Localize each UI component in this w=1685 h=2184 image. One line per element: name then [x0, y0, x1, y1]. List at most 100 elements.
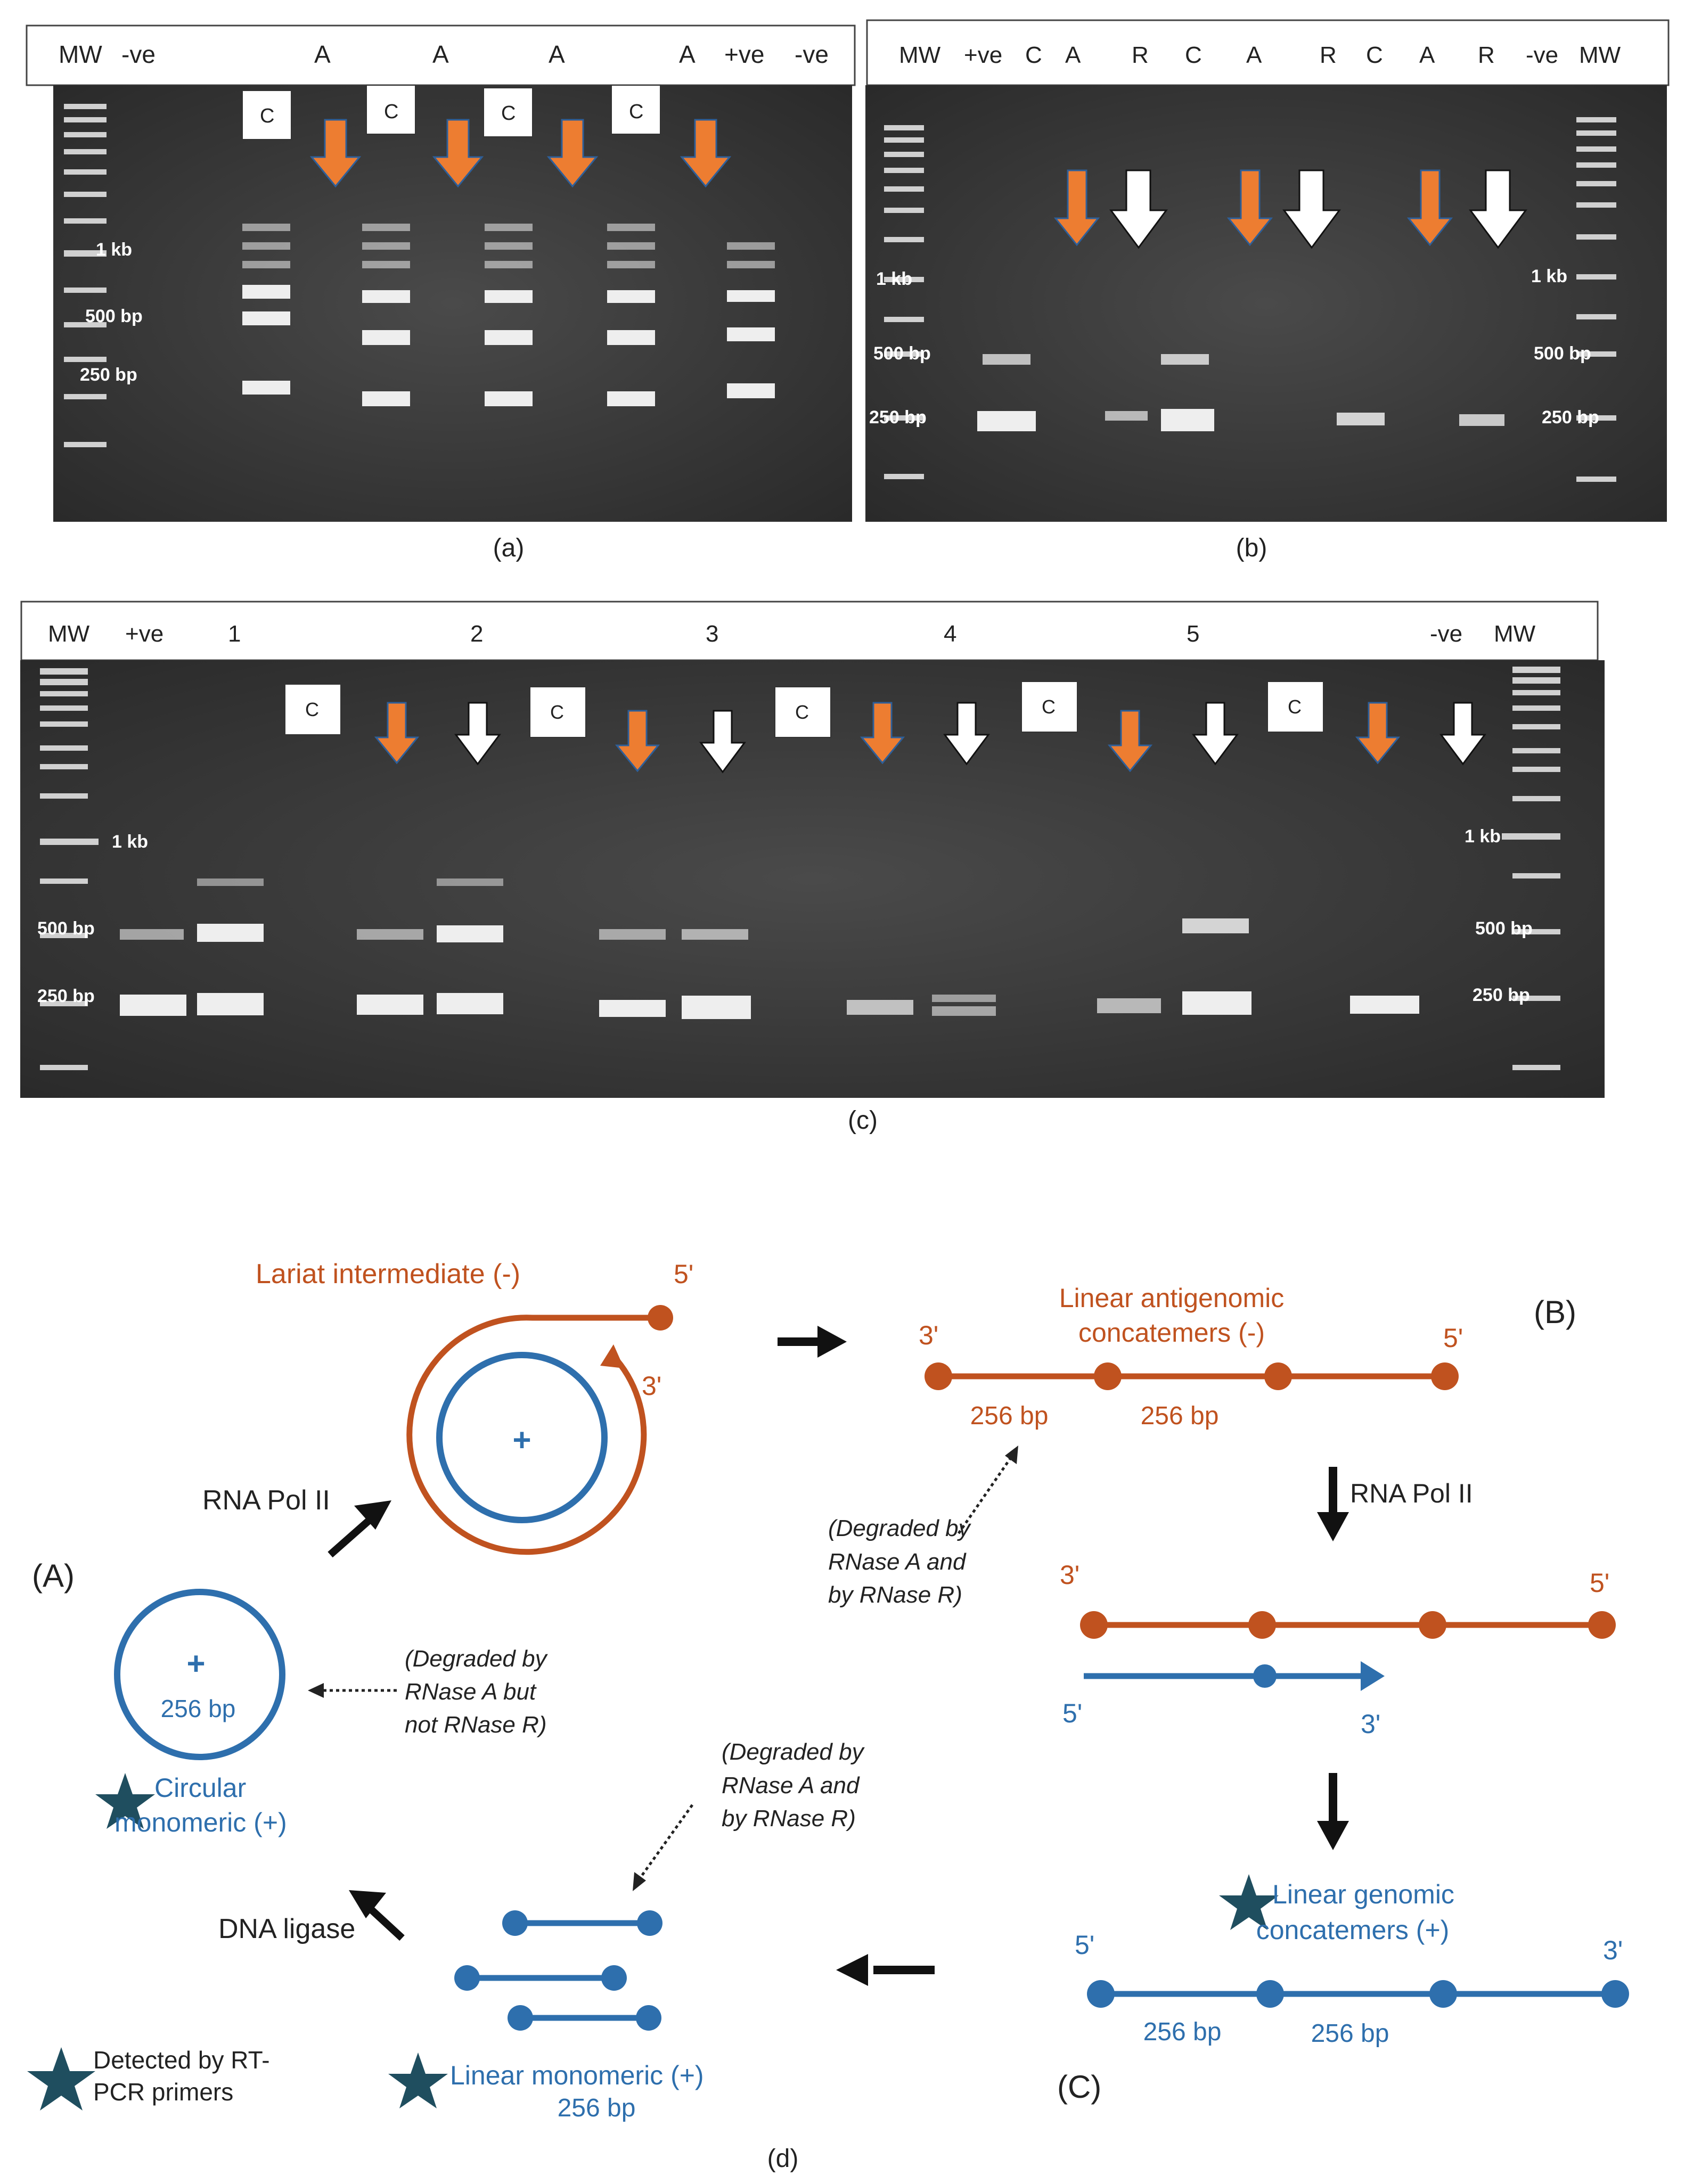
panel-c: MW +ve 1 2 3 4 5 -ve MW	[20, 601, 1605, 1135]
white-arrow-icon	[1192, 702, 1239, 766]
arrows-b	[1053, 169, 1527, 249]
orange-arrow-icon	[374, 702, 420, 765]
lane-label: R	[1478, 42, 1495, 68]
degraded-line: not RNase R)	[405, 1712, 547, 1738]
orange-arrow-icon	[1406, 169, 1453, 247]
bands-c	[120, 878, 1419, 1019]
linear-mono-bp: 256 bp	[558, 2094, 636, 2122]
circular-monomer	[114, 1589, 285, 1760]
size-label: 1 kb	[96, 240, 132, 260]
ds-plus-5prime: 5'	[1062, 1698, 1082, 1728]
orange-arrows-a	[309, 119, 732, 188]
size-label: 500 bp	[873, 343, 931, 364]
orange-arrow-icon	[1226, 169, 1273, 247]
mono-dot	[636, 2005, 661, 2031]
c-label: C	[501, 102, 516, 125]
panel-b: MW +ve C A R C A R C A R -ve MW	[865, 19, 1670, 562]
dotted-arrowhead	[1005, 1446, 1018, 1464]
size-label: 500 bp	[85, 306, 143, 326]
lane-label: 5	[1187, 621, 1199, 647]
caption-d: (d)	[767, 2145, 799, 2173]
ladder-b-left	[884, 125, 924, 479]
star-icon	[27, 2047, 95, 2111]
anti-3prime: 3'	[919, 1320, 938, 1350]
degraded-a-and-r-2: (Degraded by RNase A and by RNase R)	[722, 1739, 865, 1832]
dotted-arrowhead	[633, 1872, 646, 1891]
size-labels-b-right: 1 kb 500 bp 250 bp	[1531, 266, 1599, 428]
lane-label: -ve	[1430, 621, 1462, 647]
degraded-line: (Degraded by	[722, 1739, 865, 1765]
size-label: 250 bp	[80, 365, 137, 385]
size-label: 1 kb	[876, 269, 912, 289]
black-arrow-icon	[1317, 1512, 1349, 1541]
rna-pol-label-left: RNA Pol II	[202, 1485, 330, 1516]
size-label: 1 kb	[112, 832, 148, 852]
panel-a: MW -ve A A A A +ve -ve 1 kb 50	[26, 24, 856, 562]
ladder-b-right	[1576, 117, 1616, 482]
ds-dot	[1080, 1611, 1108, 1639]
lane-label: -ve	[795, 40, 829, 68]
lane-label: +ve	[724, 40, 764, 68]
white-arrow-icon	[1109, 169, 1168, 249]
c-label: C	[1288, 696, 1302, 718]
lane-labels-c: MW +ve 1 2 3 4 5 -ve MW	[48, 621, 1536, 647]
circular-label-1: Circular	[154, 1773, 246, 1803]
lane-label: MW	[59, 40, 102, 68]
label-B: (B)	[1534, 1294, 1576, 1330]
white-arrow-icon	[1469, 169, 1527, 249]
anti-5prime: 5'	[1443, 1323, 1463, 1353]
linear-gen-label-1: Linear genomic	[1272, 1879, 1454, 1909]
gen-dot	[1256, 1980, 1284, 2008]
lane-label: A	[549, 40, 565, 68]
degraded-line: (Degraded by	[828, 1515, 972, 1541]
orange-arrow-icon	[1107, 710, 1153, 773]
linear-mono-label: Linear monomeric (+)	[450, 2060, 704, 2090]
star-icon	[388, 2052, 448, 2108]
lane-label: A	[1419, 42, 1435, 68]
orange-arrow-icon	[1355, 702, 1401, 765]
circular-label-2: monomeric (+)	[114, 1808, 287, 1837]
black-arrow-icon	[817, 1326, 847, 1358]
arrows-c	[374, 702, 1486, 774]
white-arrow-icon	[454, 702, 501, 766]
orange-arrow-icon	[860, 702, 905, 765]
mono-dot	[601, 1965, 627, 1991]
orange-arrow-icon	[546, 119, 599, 188]
black-arrow-icon	[328, 1512, 378, 1558]
lane-label: -ve	[121, 40, 156, 68]
lane-label: +ve	[964, 42, 1002, 68]
lane-label: MW	[1494, 621, 1536, 647]
ladder-c-left	[40, 668, 99, 1070]
dotted-arrowhead	[308, 1683, 324, 1698]
caption-c: (c)	[848, 1106, 878, 1135]
ds-dot	[1248, 1611, 1276, 1639]
black-arrow-icon	[349, 1890, 386, 1918]
seg-bp: 256 bp	[1143, 2018, 1222, 2046]
size-labels-c-right: 1 kb 500 bp 250 bp	[1465, 826, 1533, 1005]
lariat-5prime: 5'	[674, 1259, 693, 1289]
linear-anti-label-1: Linear antigenomic	[1059, 1283, 1285, 1313]
mono-dot	[454, 1965, 480, 1991]
ds-plus-arrowhead	[1361, 1661, 1385, 1691]
black-arrow-icon	[354, 1500, 391, 1530]
orange-arrow-icon	[1053, 169, 1100, 247]
linear-anti-label-2: concatemers (-)	[1078, 1318, 1265, 1348]
lane-label: A	[1246, 42, 1262, 68]
ds-plus-3prime: 3'	[1361, 1709, 1380, 1739]
degraded-a-not-r: (Degraded by RNase A but not RNase R)	[405, 1646, 549, 1738]
plus-sign: +	[512, 1422, 531, 1458]
size-label: 1 kb	[1531, 266, 1567, 286]
dna-ligase-label: DNA ligase	[218, 1914, 355, 1944]
lane-label: C	[1366, 42, 1383, 68]
c-label: C	[384, 101, 398, 123]
caption-b: (b)	[1236, 534, 1267, 562]
black-arrow-icon	[365, 1903, 405, 1941]
degraded-line: (Degraded by	[405, 1646, 549, 1672]
gen-dot	[1429, 1980, 1457, 2008]
label-A: (A)	[32, 1558, 75, 1594]
circle-size-label: 256 bp	[161, 1695, 236, 1722]
lane-label: A	[314, 40, 331, 68]
linear-gen-label-2: concatemers (+)	[1256, 1915, 1450, 1945]
lane-label: 4	[944, 621, 956, 647]
mono-dot	[508, 2005, 533, 2031]
